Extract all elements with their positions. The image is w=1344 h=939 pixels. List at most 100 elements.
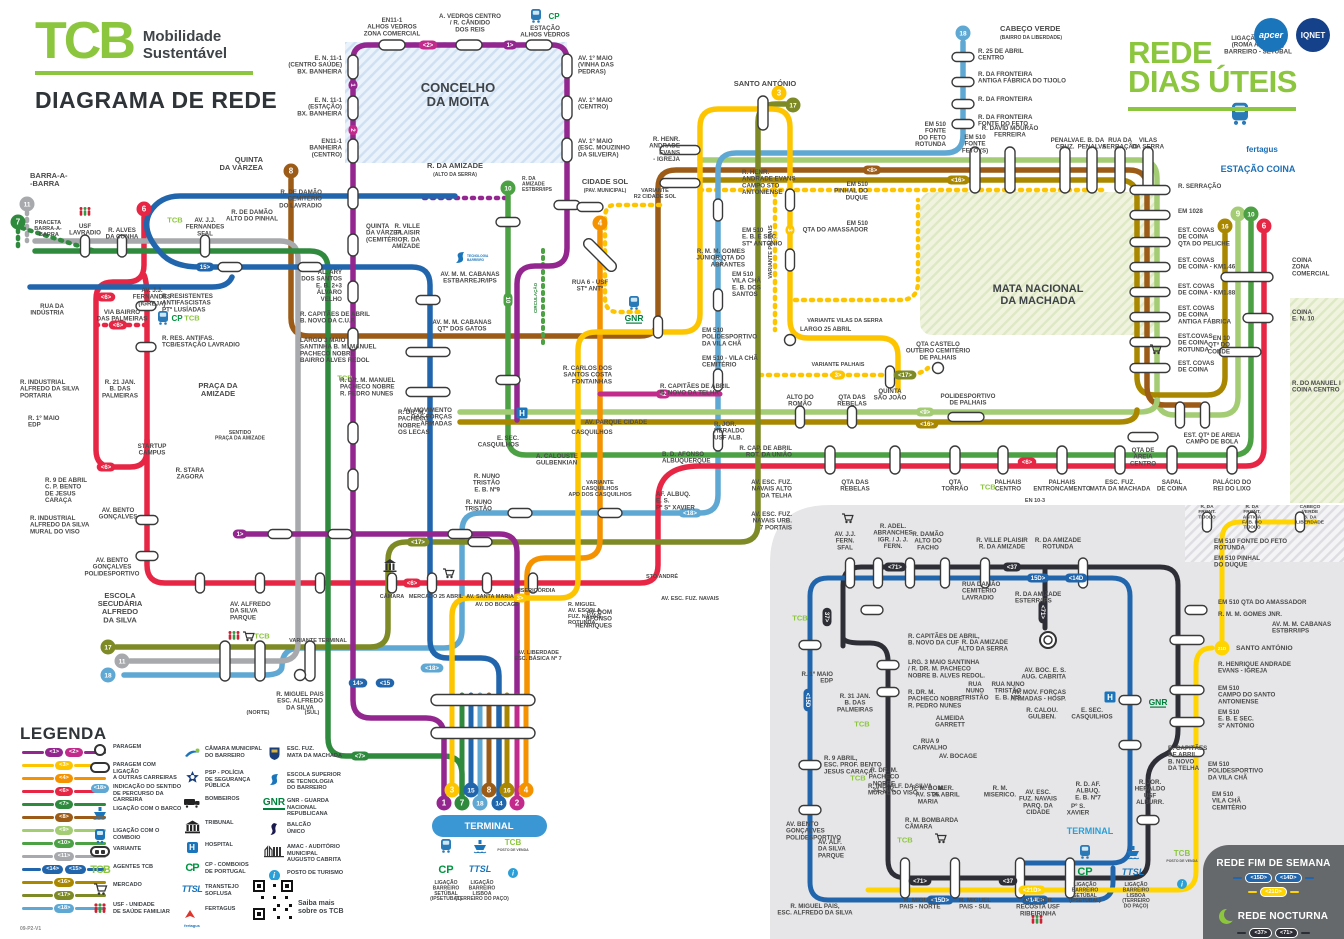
map-region xyxy=(345,42,567,163)
map-label: ESC. FUZ.MATA DA MACHADA xyxy=(1090,479,1151,493)
map-stop xyxy=(949,445,961,475)
map-label: AV. BOCAGE xyxy=(939,753,977,760)
svg-text:2: 2 xyxy=(515,799,520,808)
legend-route-badge: <9> xyxy=(55,826,73,835)
map-stop xyxy=(219,640,231,682)
line-terminus-2 xyxy=(509,795,525,811)
tcb-icon: TCB xyxy=(897,836,913,845)
train-icon xyxy=(629,296,639,310)
route-badge: <18> xyxy=(420,663,444,673)
svg-text:<37: <37 xyxy=(1007,565,1018,571)
route-badge: <16> xyxy=(915,419,939,429)
svg-text:i: i xyxy=(1181,882,1184,889)
cart-icon xyxy=(90,882,110,896)
svg-text:CP: CP xyxy=(171,314,183,323)
map-stop xyxy=(327,528,353,540)
estb-icon xyxy=(264,772,284,792)
map-stop xyxy=(1086,146,1098,194)
legend-route-row: <9> xyxy=(22,824,106,837)
tcb-icon: TCB xyxy=(980,483,996,492)
map-stop xyxy=(304,640,316,682)
route-line xyxy=(524,228,603,697)
svg-text:11: 11 xyxy=(24,202,31,209)
map-label: CÂMARA xyxy=(380,593,404,600)
map-stop xyxy=(979,557,991,589)
svg-text:1>: 1> xyxy=(237,532,244,538)
svg-text:10: 10 xyxy=(504,297,510,304)
gnr-icon: GNR xyxy=(1149,697,1167,708)
legend-route-list: <1><2><3><4><6><7><8><9><10><11><14><15>… xyxy=(22,746,106,915)
ttsl-lg-icon: TTSL xyxy=(1122,867,1145,877)
map-stop xyxy=(1129,336,1171,348)
map-label: E. N. 11-1(CENTRO SAÚDE)BX. BANHEIRA xyxy=(288,55,342,75)
map-label: VARIANTE PALMAIS xyxy=(768,225,774,279)
route-lines xyxy=(15,39,1319,903)
map-label: MERCADO 25 ABRIL xyxy=(409,594,464,600)
svg-text:18: 18 xyxy=(476,801,484,808)
i-icon: i xyxy=(508,868,518,878)
legend-route-badge: <17> xyxy=(53,891,75,900)
tcb-icon: TCB xyxy=(337,374,353,383)
legend-route-badge: <8> xyxy=(55,813,73,822)
map-stop xyxy=(135,341,157,353)
map-stop xyxy=(426,572,438,594)
cart-icon xyxy=(842,513,854,524)
route-badge: <71> xyxy=(883,562,907,572)
map-stop xyxy=(659,144,701,156)
route-line xyxy=(697,177,1228,398)
svg-text:H: H xyxy=(1107,693,1113,702)
weekend-blue-badges: <15D><14D> xyxy=(1203,873,1344,884)
train-icon xyxy=(1080,845,1090,859)
map-stop xyxy=(199,234,211,258)
map-stop xyxy=(783,333,797,347)
svg-text:POSTO DE VENDA: POSTO DE VENDA xyxy=(1166,859,1198,863)
line-terminus-17 xyxy=(785,97,801,113)
svg-text:<18>: <18> xyxy=(683,511,697,517)
svg-text:i: i xyxy=(512,871,515,878)
map-label: (ALTO DA SERRA) xyxy=(433,172,477,178)
route-badge: <71> xyxy=(908,876,932,886)
cols-icon xyxy=(383,559,397,572)
map-stop xyxy=(1129,362,1171,374)
svg-text:9: 9 xyxy=(1236,210,1241,219)
svg-text:7: 7 xyxy=(16,218,21,227)
map-label: fertagus xyxy=(1246,145,1278,154)
svg-text:14: 14 xyxy=(495,801,503,808)
map-stop xyxy=(415,294,441,306)
map-stop xyxy=(217,261,243,273)
map-stop xyxy=(798,639,822,651)
map-stop xyxy=(1129,261,1171,273)
svg-text:7: 7 xyxy=(460,799,465,808)
map-stop xyxy=(1242,312,1274,324)
cart-icon xyxy=(243,631,255,642)
svg-text:<71>: <71> xyxy=(888,565,902,571)
train-icon xyxy=(441,839,451,853)
